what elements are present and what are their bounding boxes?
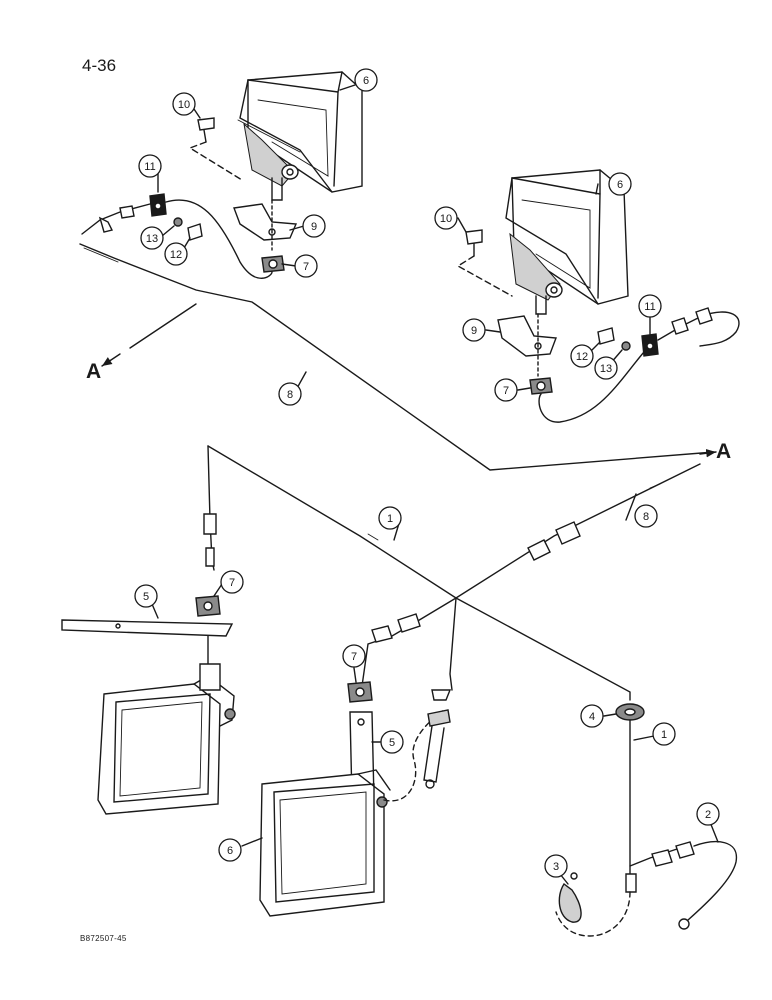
callout-7-top-right <box>494 378 518 402</box>
ring-terminal-2 <box>678 918 690 930</box>
callout-8-lower <box>634 504 658 528</box>
bolt-10-top-right <box>465 229 483 257</box>
callout-2 <box>696 802 720 826</box>
callout-6-lower <box>218 838 242 862</box>
ground-path-dashed <box>555 891 631 937</box>
callout-1-lower <box>652 722 676 746</box>
ground-lead-dashed <box>383 709 445 802</box>
callout-label: 1 <box>661 729 667 741</box>
grommet-4 <box>615 703 645 721</box>
work-lamp-lower-left <box>97 663 236 815</box>
callout-label: 10 <box>440 213 452 225</box>
harness-1-drop <box>449 597 457 691</box>
callout-label: 7 <box>303 261 309 273</box>
connector-bottom-right <box>625 873 637 893</box>
bolt-ground-center <box>423 709 451 789</box>
connector-right-lamp-lead <box>371 613 421 643</box>
callout-label: 2 <box>705 809 711 821</box>
callout-11-top-right <box>638 294 662 318</box>
callout-13-top-right <box>594 356 618 380</box>
nut-13-bolt-12-top-left <box>173 217 203 241</box>
callout-1-upper <box>378 506 402 530</box>
bolt-10-top-left <box>197 117 215 143</box>
bolt-path-10a <box>188 141 243 181</box>
callout-label: 11 <box>644 301 655 313</box>
callout-label: 13 <box>600 363 612 375</box>
callout-6-top-right <box>608 172 632 196</box>
callout-12-top-right <box>570 344 594 368</box>
callout-label: 12 <box>170 249 182 261</box>
harness-1-main <box>207 445 631 701</box>
callout-label: 11 <box>144 161 155 173</box>
callout-label: 3 <box>553 861 559 873</box>
drawing-code: B872507-45 <box>80 934 127 943</box>
harness-8-lower <box>455 463 701 599</box>
connector-top-left-lower <box>203 513 217 567</box>
section-ref-a-right: A <box>716 440 731 463</box>
callout-label: 7 <box>229 577 235 589</box>
connector-harness-8 <box>527 521 581 561</box>
section-ref-a-left: A <box>86 360 101 383</box>
callout-5-center <box>380 730 404 754</box>
callout-11-top-left <box>138 154 162 178</box>
callout-label: 6 <box>363 75 369 87</box>
callout-label: 9 <box>471 325 477 337</box>
callout-7-top-left <box>294 254 318 278</box>
pigtail-2-lead <box>629 847 681 867</box>
callout-label: 9 <box>311 221 317 233</box>
callout-9-top-left <box>302 214 326 238</box>
callout-8-upper <box>278 382 302 406</box>
bolt-path-10b <box>456 255 513 297</box>
harness-1-branch-right-lamp <box>359 597 457 701</box>
lamp-lead-top-right <box>538 351 645 423</box>
callout-10-top-right <box>434 206 458 230</box>
clip-11-top-left <box>149 193 167 217</box>
callout-5-left <box>134 584 158 608</box>
lamp-lead-top-left <box>165 199 273 279</box>
callout-label: 6 <box>227 845 233 857</box>
bracket-9-top-left <box>233 203 298 241</box>
work-lamp-top-left <box>237 71 363 201</box>
nut-7-lower-center <box>347 681 373 703</box>
page-number: 4-36 <box>82 56 117 75</box>
callout-label: 7 <box>503 385 509 397</box>
nut-7-top-right <box>529 377 553 395</box>
callout-4 <box>580 704 604 728</box>
callout-label: 8 <box>643 511 649 523</box>
callout-13-top-left <box>140 226 164 250</box>
callout-9-top-right <box>462 318 486 342</box>
harness-8-main <box>79 243 715 471</box>
callout-label: 4 <box>589 711 595 723</box>
work-lamp-lower-center <box>259 769 391 917</box>
callout-7-lower-center <box>342 644 366 668</box>
callout-label: 8 <box>287 389 293 401</box>
callout-3 <box>544 854 568 878</box>
clip-11-top-right <box>641 333 659 357</box>
callout-12-top-left <box>164 242 188 266</box>
nut-7-top-left <box>261 255 285 273</box>
callout-label: 10 <box>178 99 190 111</box>
callout-label: 6 <box>617 179 623 191</box>
callout-6-top-left <box>354 68 378 92</box>
callout-7-lower-left <box>220 570 244 594</box>
harness-8-branch <box>129 303 197 349</box>
work-lamp-top-right <box>505 169 629 315</box>
callout-label: 13 <box>146 233 158 245</box>
ground-clamp-3 <box>558 872 582 923</box>
callout-label: 12 <box>576 351 588 363</box>
ring-terminal-ground-a <box>431 689 452 701</box>
callout-label: 5 <box>143 591 149 603</box>
callout-label: 7 <box>351 651 357 663</box>
nut-7-lower-left <box>195 595 221 617</box>
pigtail-connector-top-left <box>81 203 151 235</box>
bracket-5-left <box>61 619 234 637</box>
bracket-9-top-right <box>497 315 557 357</box>
callout-10-top-left <box>172 92 196 116</box>
callout-label: 1 <box>387 513 393 525</box>
callout-label: 5 <box>389 737 395 749</box>
pigtail-2-wire <box>687 841 738 921</box>
bolt-12-nut-13-top-right <box>597 327 631 351</box>
